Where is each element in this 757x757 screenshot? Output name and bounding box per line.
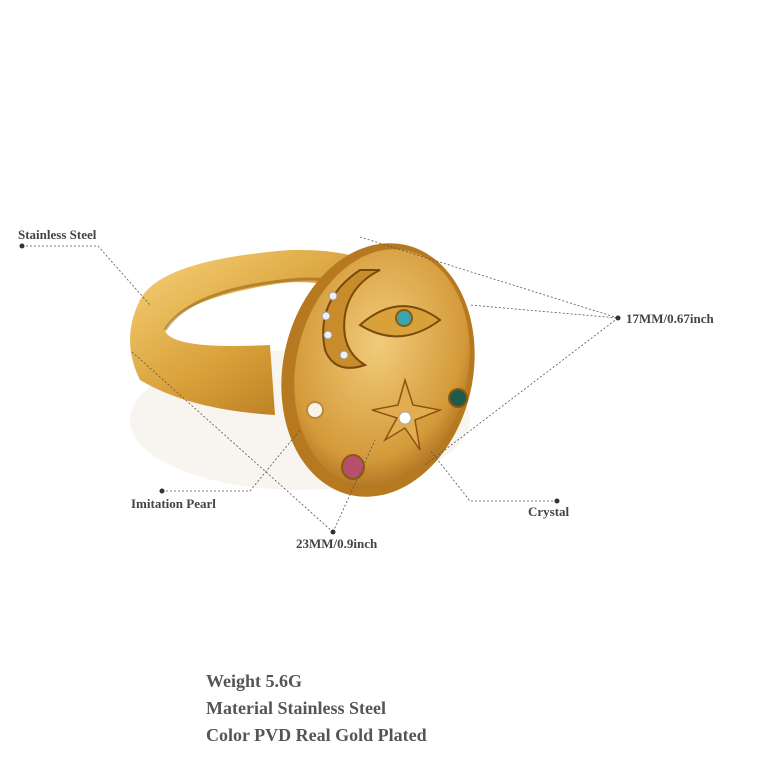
- spec-material: Material Stainless Steel: [206, 698, 386, 718]
- callout-height: 23MM/0.9inch: [296, 536, 378, 551]
- callout-crystal: Crystal: [528, 504, 570, 519]
- blue-stone: [395, 309, 413, 327]
- ring-band: [130, 249, 390, 415]
- crystal-stones: [321, 291, 349, 360]
- pearl: [306, 401, 324, 419]
- callout-stainless-steel: Stainless Steel: [18, 227, 97, 242]
- spec-weight: Weight 5.6G: [206, 671, 303, 691]
- green-stone: [448, 388, 468, 408]
- spec-color: Color PVD Real Gold Plated: [206, 725, 427, 745]
- leader-lines: [22, 236, 619, 533]
- callout-width: 17MM/0.67inch: [626, 311, 714, 326]
- center-crystal: [398, 411, 412, 425]
- leader-dots: [19, 243, 621, 535]
- pink-stone: [341, 454, 365, 480]
- callout-imitation-pearl: Imitation Pearl: [131, 496, 216, 511]
